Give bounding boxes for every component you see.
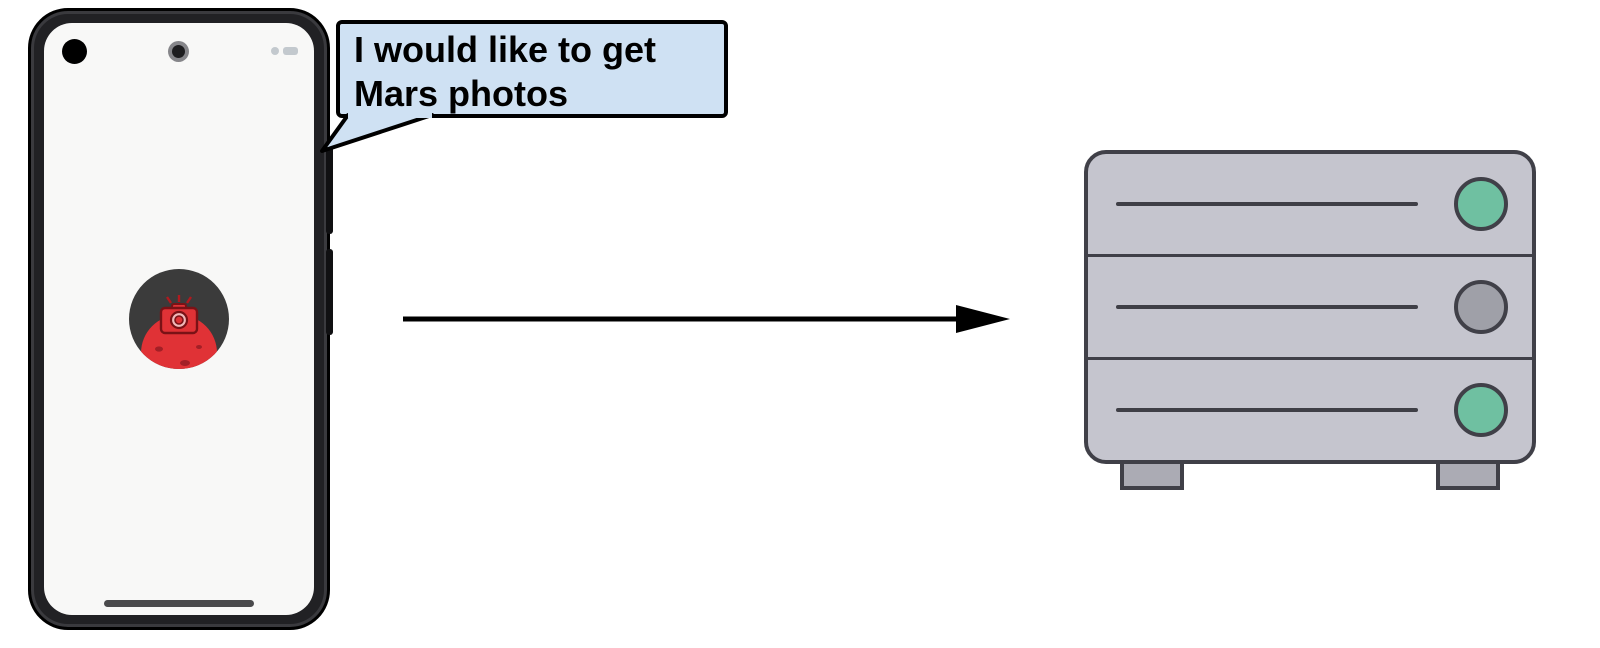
- server-led-green: [1454, 383, 1508, 437]
- signal-icon: [271, 47, 279, 55]
- server-row: [1088, 257, 1532, 360]
- camera-glyph: [159, 295, 199, 335]
- server-led-gray: [1454, 280, 1508, 334]
- arrow-right-icon: [403, 305, 1010, 333]
- mars-camera-app-icon: [129, 269, 229, 369]
- server-row: [1088, 360, 1532, 460]
- phone-screen: [44, 23, 314, 615]
- speech-bubble-tail: [320, 113, 434, 153]
- server-icon: [1084, 150, 1536, 494]
- phone-power-button: [326, 144, 333, 234]
- speech-bubble-line: Mars photos: [354, 72, 569, 114]
- status-notification-dot: [62, 39, 87, 64]
- speech-bubble: I would like to get Mars photos: [336, 20, 728, 118]
- server-row: [1088, 154, 1532, 257]
- server-led-green: [1454, 177, 1508, 231]
- front-camera: [172, 45, 185, 58]
- home-indicator: [104, 600, 254, 607]
- status-bar-icons: [271, 47, 298, 55]
- server-slot-line: [1116, 202, 1418, 206]
- battery-icon: [283, 47, 298, 55]
- phone-volume-button: [326, 249, 333, 335]
- speech-bubble-line: I would like to get: [354, 29, 657, 70]
- smartphone: [28, 8, 333, 630]
- server-slot-line: [1116, 305, 1418, 309]
- server-slot-line: [1116, 408, 1418, 412]
- server-body: [1084, 150, 1536, 464]
